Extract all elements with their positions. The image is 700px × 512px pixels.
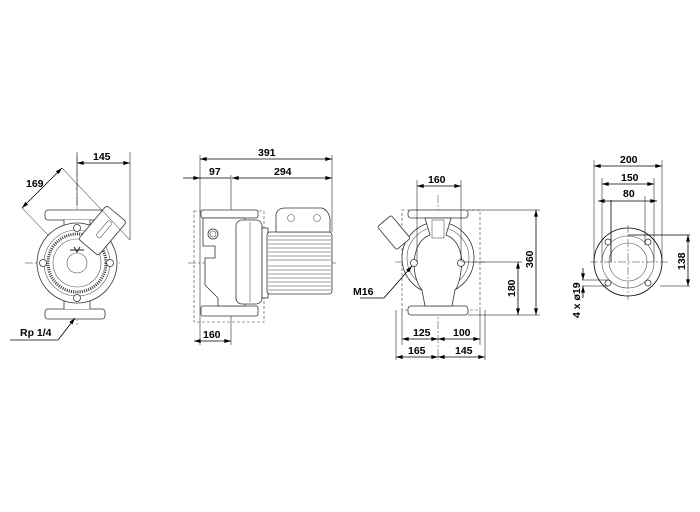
- dim-200: 200: [620, 154, 638, 166]
- dim-294: 294: [274, 166, 292, 178]
- dim-125: 125: [413, 327, 431, 339]
- dim-165: 165: [408, 345, 426, 357]
- flange-end-view: 200 150 80 138 4 x ø19: [571, 154, 690, 318]
- dim-138: 138: [676, 252, 688, 270]
- dim-145: 145: [93, 151, 111, 163]
- dim-150: 150: [621, 172, 639, 184]
- dim-97: 97: [209, 166, 221, 178]
- dim-180: 180: [506, 279, 518, 297]
- dim-160-top: 160: [428, 174, 446, 186]
- dim-holes: 4 x ø19: [571, 282, 583, 318]
- label-rp: Rp 1/4: [20, 327, 52, 339]
- side-view: 391 97 294 160: [183, 147, 338, 345]
- flange-view: 160 M16 360 180 125 100 165 145: [353, 174, 540, 360]
- dim-145b: 145: [455, 345, 473, 357]
- dim-169: 169: [26, 178, 44, 190]
- dim-160-side: 160: [203, 329, 221, 341]
- dim-391: 391: [258, 147, 276, 159]
- front-view: 145 169 Rp 1/4: [10, 151, 131, 341]
- label-m16: M16: [353, 286, 374, 298]
- dim-360: 360: [524, 250, 536, 268]
- dim-80: 80: [623, 188, 635, 200]
- dim-100: 100: [453, 327, 471, 339]
